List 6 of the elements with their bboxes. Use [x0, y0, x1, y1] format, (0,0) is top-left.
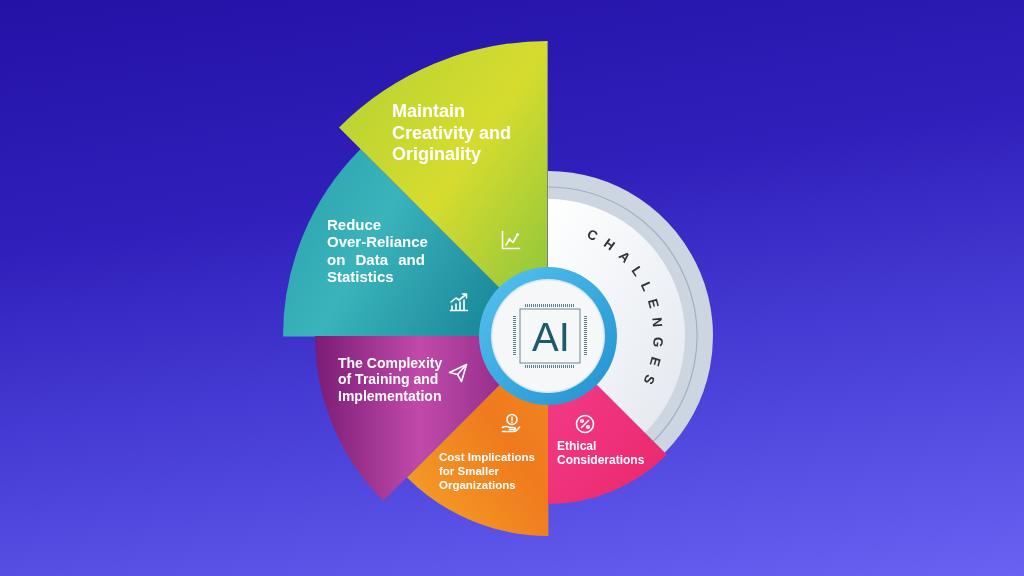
segment-label: The Complexity of Training and Implementation [338, 355, 444, 404]
segment-label: Cost Implications for Smaller Organizations [439, 450, 536, 492]
hub-label: AI [532, 317, 570, 357]
segment-label: Ethical Considerations [557, 439, 646, 467]
segment-label: Reduce Over-Reliance on Data and Statistics [327, 216, 429, 286]
segment-label: Maintain Creativity and Originality [392, 101, 513, 166]
